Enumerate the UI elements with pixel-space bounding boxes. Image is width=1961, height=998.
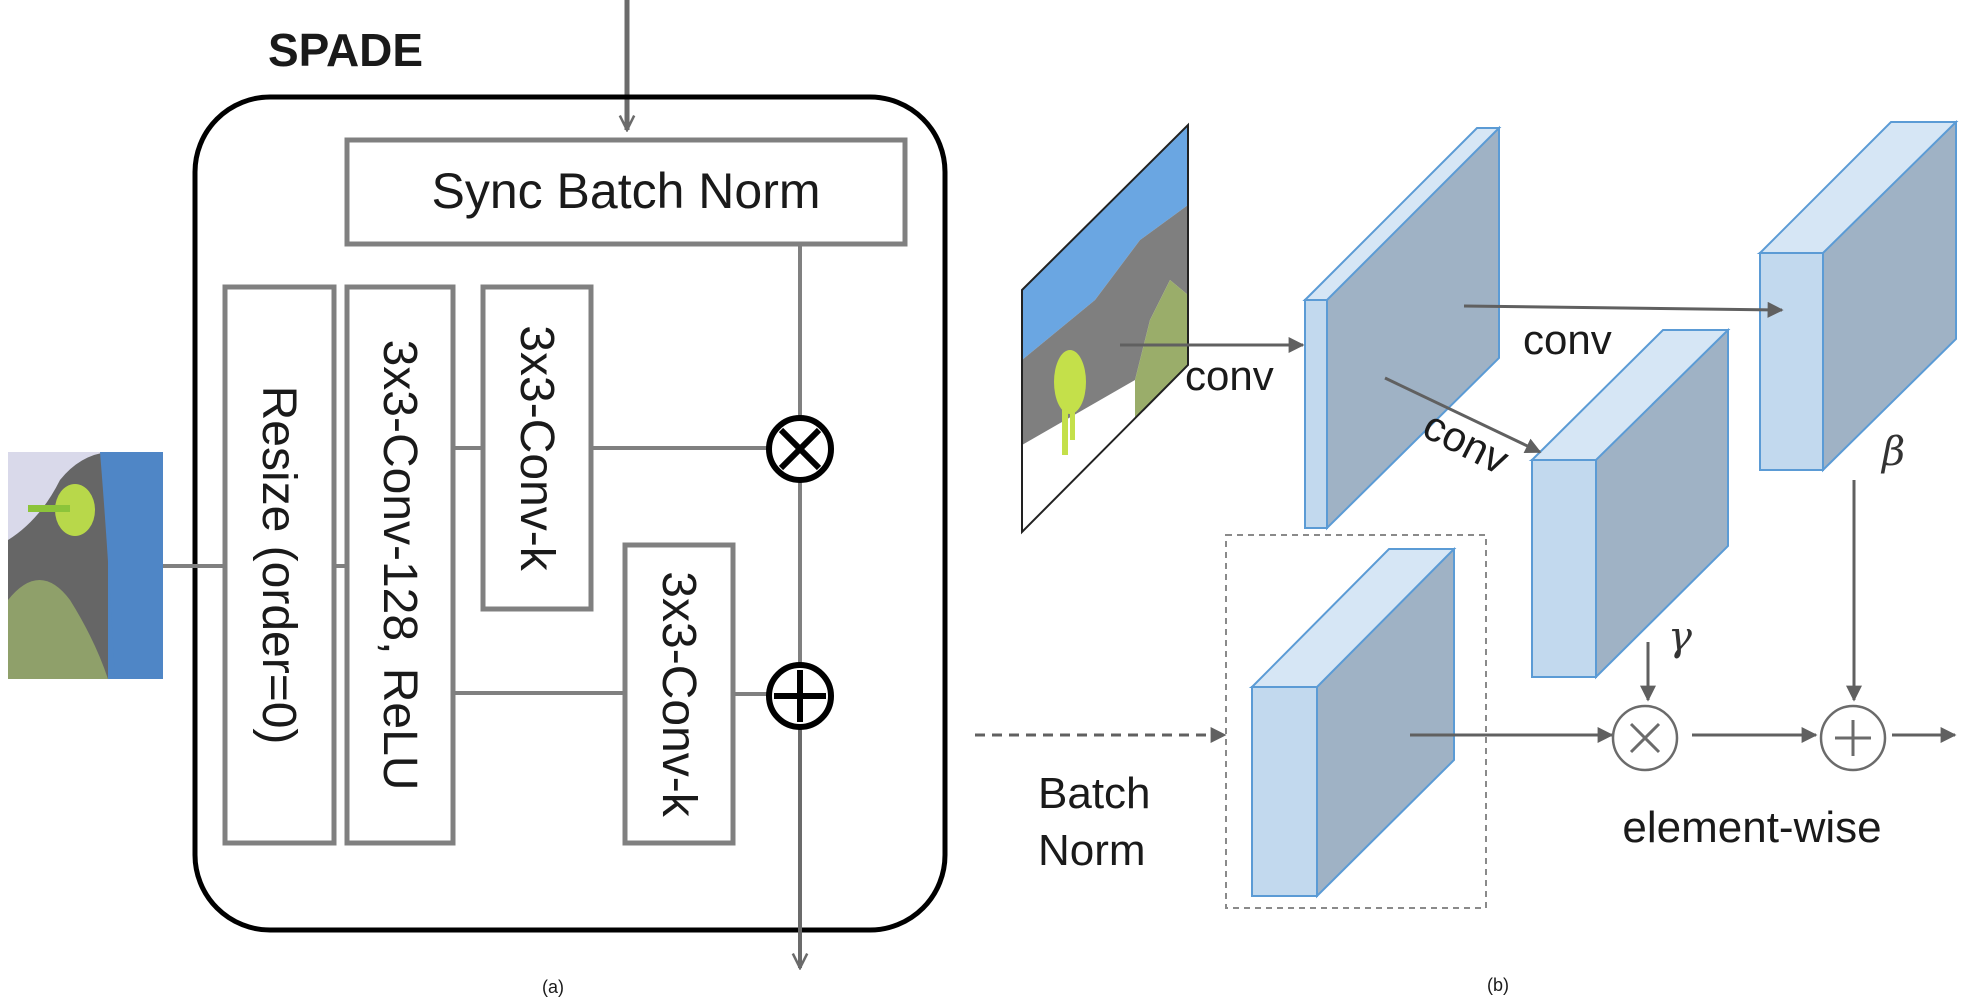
sync-batch-norm-label: Sync Batch Norm [431, 163, 820, 219]
segmentation-map-a [8, 452, 163, 679]
multiply-icon-a [766, 415, 834, 483]
spade-frame [192, 94, 948, 933]
conv128-label: 3x3-Conv-128, ReLU [373, 340, 426, 791]
feature-block-1 [1302, 125, 1502, 531]
feature-block-beta [1756, 120, 1959, 473]
resize-label: Resize (order=0) [252, 386, 305, 745]
conv128-box [344, 284, 456, 846]
segmentation-map-b [1021, 122, 1189, 535]
spade-title: SPADE [268, 24, 423, 76]
batch-norm-label-line1: Batch [1038, 769, 1151, 818]
conv-label-3: conv [1416, 401, 1516, 483]
conv-arrow-2 [1463, 301, 1784, 318]
conv-label-2: conv [1523, 316, 1612, 363]
feature-block-gamma [1528, 328, 1731, 680]
beta-label: β [1880, 429, 1905, 475]
convk-top-label: 3x3-Conv-k [510, 325, 563, 571]
add-icon-b [1819, 704, 1887, 772]
add-icon-a [766, 662, 834, 730]
caption-a: (a) [542, 977, 564, 997]
gamma-label: γ [1668, 614, 1692, 660]
element-wise-label: element-wise [1622, 803, 1881, 852]
panel-b: conv conv conv γ β Batch Norm element-wi… [975, 120, 1959, 995]
batch-norm-label-line2: Norm [1038, 826, 1146, 875]
caption-b: (b) [1487, 975, 1509, 995]
convk-bottom-label: 3x3-Conv-k [652, 571, 705, 817]
feature-block-batch-norm [1248, 547, 1457, 899]
sync-batch-norm-box [344, 137, 908, 247]
multiply-icon-b [1611, 704, 1679, 772]
conv-label-1: conv [1185, 352, 1274, 399]
batch-norm-region [1225, 534, 1487, 909]
conv-arrow-3 [1384, 376, 1542, 454]
panel-a: SPADE Sync Batch Norm Resize (order=0) [8, 0, 948, 997]
